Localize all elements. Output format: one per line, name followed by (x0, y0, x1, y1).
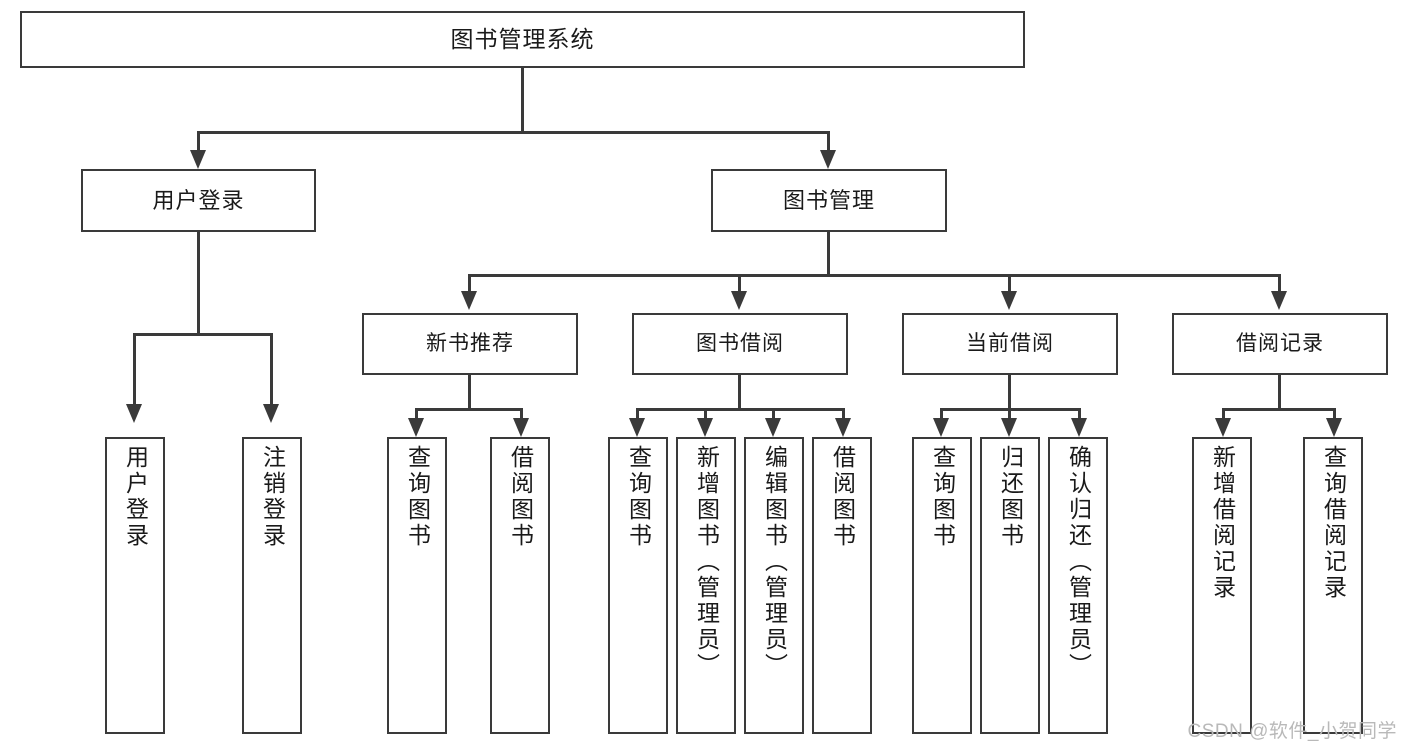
arrow-book-borrow-to-leaf-1 (629, 418, 645, 437)
arrow-user-login-to-leaf-2 (263, 404, 279, 423)
leaf-add-book-admin[interactable]: 新增图书（管理员） (676, 437, 736, 734)
edge-book-mgmt-to-records (1278, 274, 1281, 293)
edge-book-borrow-to-leaf-2 (704, 408, 707, 422)
leaf-return-books[interactable]: 归还图书 (980, 437, 1040, 734)
edge-records-to-leaf-2 (1333, 408, 1336, 422)
edge-user-login-stem (197, 232, 200, 333)
arrow-records-to-leaf-1 (1215, 418, 1231, 437)
node-label: 图书管理系统 (450, 25, 595, 52)
node-label: 查询图书 (625, 445, 652, 549)
edge-current-borrow-to-leaf-1 (940, 408, 943, 422)
node-label: 新增借阅记录 (1209, 445, 1236, 601)
edge-book-mgmt-to-borrow (738, 274, 741, 293)
edge-current-borrow-to-leaf-2 (1008, 408, 1011, 422)
leaf-query-borrow-record[interactable]: 查询借阅记录 (1303, 437, 1363, 734)
node-label: 借阅记录 (1236, 331, 1324, 355)
leaf-user-login[interactable]: 用户登录 (105, 437, 165, 734)
edge-root-stem (521, 68, 524, 131)
node-borrow-records[interactable]: 借阅记录 (1172, 313, 1388, 375)
edge-user-login-bus (133, 333, 273, 336)
arrow-book-borrow-to-leaf-3 (765, 418, 781, 437)
arrow-new-book-to-leaf-1 (408, 418, 424, 437)
edge-user-login-to-leaf-2 (270, 333, 273, 406)
edge-book-mgmt-to-new-books (468, 274, 471, 293)
arrow-current-borrow-to-leaf-2 (1001, 418, 1017, 437)
node-label: 归还图书 (997, 445, 1024, 549)
node-label: 查询图书 (929, 445, 956, 549)
arrow-current-borrow-to-leaf-3 (1071, 418, 1087, 437)
edge-new-book-to-leaf-2 (520, 408, 523, 422)
arrow-current-borrow-to-leaf-1 (933, 418, 949, 437)
arrow-user-login-to-leaf-1 (126, 404, 142, 423)
edge-records-to-leaf-1 (1222, 408, 1225, 422)
arrow-book-mgmt-to-current (1001, 291, 1017, 310)
node-label: 图书管理 (782, 187, 875, 213)
leaf-add-borrow-record[interactable]: 新增借阅记录 (1192, 437, 1252, 734)
node-label: 用户登录 (152, 187, 245, 213)
edge-new-book-bus (415, 408, 523, 411)
node-label: 注销登录 (259, 445, 286, 549)
leaf-query-books-current[interactable]: 查询图书 (912, 437, 972, 734)
leaf-confirm-return-admin[interactable]: 确认归还（管理员） (1048, 437, 1108, 734)
node-label: 图书借阅 (696, 331, 784, 355)
edge-root-to-book-mgmt (827, 131, 830, 153)
arrow-new-book-to-leaf-2 (513, 418, 529, 437)
edge-root-bus (197, 131, 829, 134)
leaf-borrow-books-borrow[interactable]: 借阅图书 (812, 437, 872, 734)
node-new-book-recommend[interactable]: 新书推荐 (362, 313, 578, 375)
node-label: 当前借阅 (966, 331, 1054, 355)
edge-records-bus (1222, 408, 1336, 411)
arrow-book-mgmt-to-borrow (731, 291, 747, 310)
arrow-book-borrow-to-leaf-2 (697, 418, 713, 437)
leaf-borrow-books-new[interactable]: 借阅图书 (490, 437, 550, 734)
node-label: 借阅图书 (829, 445, 856, 549)
leaf-query-books-new[interactable]: 查询图书 (387, 437, 447, 734)
node-user-login[interactable]: 用户登录 (81, 169, 316, 232)
edge-book-mgmt-stem (827, 232, 830, 274)
node-label: 借阅图书 (507, 445, 534, 549)
node-label: 查询图书 (404, 445, 431, 549)
arrow-records-to-leaf-2 (1326, 418, 1342, 437)
arrow-root-to-user-login (190, 150, 206, 169)
node-label: 编辑图书（管理员） (761, 445, 788, 679)
edge-book-borrow-to-leaf-4 (842, 408, 845, 422)
arrow-root-to-book-mgmt (820, 150, 836, 169)
edge-user-login-to-leaf-1 (133, 333, 136, 406)
edge-current-borrow-to-leaf-3 (1078, 408, 1081, 422)
arrow-book-borrow-to-leaf-4 (835, 418, 851, 437)
edge-book-borrow-to-leaf-1 (636, 408, 639, 422)
node-label: 新增图书（管理员） (693, 445, 720, 679)
leaf-edit-book-admin[interactable]: 编辑图书（管理员） (744, 437, 804, 734)
edge-book-mgmt-to-current (1008, 274, 1011, 293)
node-book-management[interactable]: 图书管理 (711, 169, 947, 232)
edge-book-mgmt-bus (468, 274, 1280, 277)
arrow-book-mgmt-to-new-books (461, 291, 477, 310)
node-root-system[interactable]: 图书管理系统 (20, 11, 1025, 68)
leaf-query-books-borrow[interactable]: 查询图书 (608, 437, 668, 734)
edge-book-borrow-bus (636, 408, 845, 411)
edge-records-stem (1278, 375, 1281, 408)
edge-book-borrow-stem (738, 375, 741, 408)
node-current-borrow[interactable]: 当前借阅 (902, 313, 1118, 375)
arrow-book-mgmt-to-records (1271, 291, 1287, 310)
node-label: 查询借阅记录 (1320, 445, 1347, 601)
edge-current-borrow-stem (1008, 375, 1011, 408)
leaf-logout[interactable]: 注销登录 (242, 437, 302, 734)
edge-root-to-user-login (197, 131, 200, 153)
node-book-borrow[interactable]: 图书借阅 (632, 313, 848, 375)
node-label: 用户登录 (122, 445, 149, 549)
edge-new-book-to-leaf-1 (415, 408, 418, 422)
edge-new-book-stem (468, 375, 471, 408)
node-label: 新书推荐 (426, 331, 514, 355)
node-label: 确认归还（管理员） (1065, 445, 1092, 679)
edge-book-borrow-to-leaf-3 (772, 408, 775, 422)
